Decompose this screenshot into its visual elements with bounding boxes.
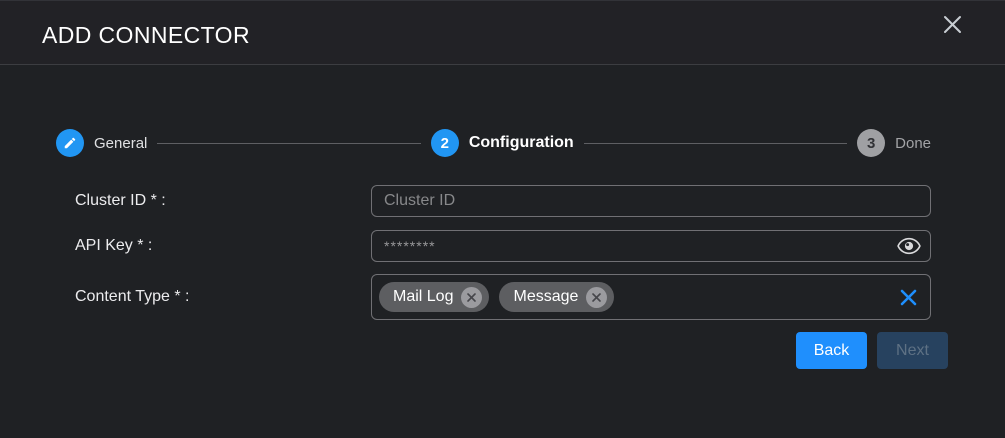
content-type-row: Content Type * : Mail Log Message [75,274,931,320]
cluster-id-input[interactable] [371,185,931,217]
tag-label: Message [513,288,579,305]
tag-label: Mail Log [393,288,454,305]
back-button[interactable]: Back [796,332,867,369]
stepper-connector [157,142,421,144]
circle-x-icon[interactable] [461,286,483,308]
step-label-configuration: Configuration [468,134,574,151]
cluster-id-row: Cluster ID * : [75,185,931,217]
tag-mail-log: Mail Log [379,282,490,312]
tag-message: Message [499,282,615,312]
content-type-label: Content Type * : [75,288,190,305]
eye-icon[interactable] [895,236,923,257]
clear-x-icon[interactable] [899,288,918,307]
cluster-id-label: Cluster ID * : [75,192,166,209]
dialog-header: ADD CONNECTOR [0,1,1005,65]
step-number-2: 2 [430,129,459,157]
step-label-general: General [94,134,148,152]
step-general[interactable]: General [56,129,147,157]
step-configuration[interactable]: 2 Configuration [430,129,574,157]
close-icon[interactable] [941,13,963,35]
circle-x-icon[interactable] [586,286,608,308]
connector-form: Cluster ID * : API Key * : Content Type … [75,185,931,320]
api-key-input[interactable] [371,230,931,262]
api-key-row: API Key * : [75,230,931,262]
next-button[interactable]: Next [877,332,948,369]
pencil-icon [56,129,84,157]
wizard-stepper: General 2 Configuration 3 Done [56,129,931,157]
step-number-3: 3 [857,129,886,157]
dialog-title: ADD CONNECTOR [42,22,250,48]
step-label-done: Done [895,134,932,152]
stepper-connector [583,142,848,144]
step-done: 3 Done [857,129,931,157]
content-type-multiselect[interactable]: Mail Log Message [371,274,931,320]
dialog-footer: Back Next [0,332,948,369]
api-key-label: API Key * : [75,237,153,254]
